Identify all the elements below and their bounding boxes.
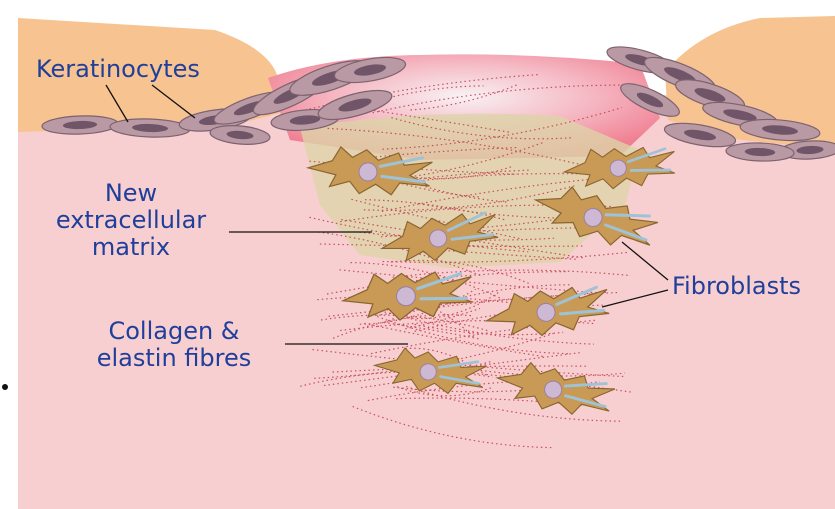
new-matrix-label: New extracellular matrix: [38, 180, 224, 261]
collagen-label: Collagen & elastin fibres: [74, 318, 274, 372]
collagen-label-line-1: Collagen &: [74, 318, 274, 345]
stray-dot: [2, 384, 8, 390]
new-matrix-label-line-2: extracellular: [38, 207, 224, 234]
keratinocytes-label: Keratinocytes: [36, 56, 200, 83]
new-matrix-label-line-3: matrix: [38, 234, 224, 261]
fibroblasts-label: Fibroblasts: [672, 273, 801, 300]
new-matrix-label-line-1: New: [38, 180, 224, 207]
collagen-label-line-2: elastin fibres: [74, 345, 274, 372]
